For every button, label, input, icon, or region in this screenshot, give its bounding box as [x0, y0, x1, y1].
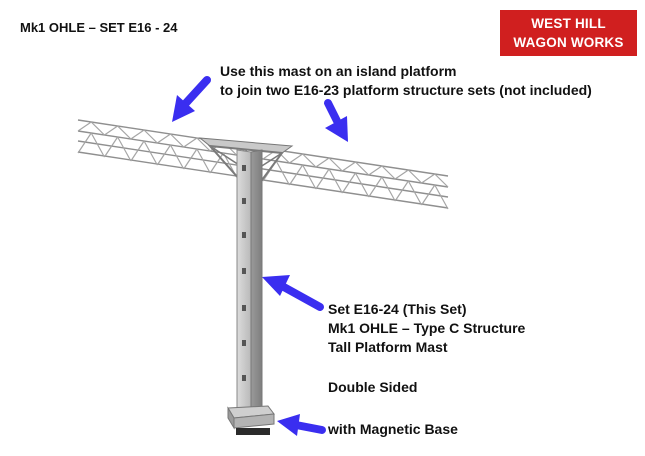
- lattice-diagonal-front: [434, 184, 449, 210]
- lattice-diagonal-top: [434, 173, 449, 188]
- magnetic-base: [227, 405, 275, 435]
- lattice-diagonal-top: [394, 169, 409, 180]
- lattice-boom: [77, 119, 449, 209]
- lattice-diagonal-top: [289, 153, 303, 164]
- lattice-diagonal-front: [315, 168, 330, 190]
- lattice-diagonal-front: [288, 164, 304, 186]
- arrow-mast-mid: [262, 275, 324, 311]
- set-description: Set E16-24 (This Set) Mk1 OHLE – Type C …: [328, 300, 525, 357]
- lattice-diagonal-top: [156, 133, 171, 144]
- lattice-diagonal-front: [354, 172, 370, 198]
- lattice-diagonal-front: [183, 148, 198, 170]
- lattice-diagonal-top: [77, 121, 92, 132]
- lattice-diagonal-top: [104, 125, 118, 136]
- lattice-diagonal-front: [169, 144, 185, 170]
- set-line-1: Set E16-24 (This Set): [328, 301, 467, 317]
- lattice-diagonal-front: [77, 132, 92, 154]
- lattice-diagonal-front: [302, 164, 317, 190]
- logo-line-2: WAGON WORKS: [513, 35, 624, 50]
- lattice-diagonal-front: [275, 160, 290, 186]
- arrow-left-top: [172, 76, 211, 122]
- lattice-diagonal-top: [341, 161, 356, 172]
- lattice-diagonal-top: [421, 173, 436, 184]
- lattice-diagonal-front: [368, 176, 383, 198]
- lattice-diagonal-top: [328, 157, 343, 172]
- lattice-diagonal-top: [302, 153, 317, 168]
- lattice-diagonal-front: [407, 180, 423, 206]
- lattice-diagonal-top: [368, 165, 383, 176]
- arrow-base: [277, 414, 326, 436]
- lattice-diagonal-front: [117, 136, 132, 162]
- lattice-diagonal-front: [328, 168, 343, 194]
- lattice-diagonal-top: [90, 121, 105, 136]
- set-line-2: Mk1 OHLE – Type C Structure: [328, 320, 526, 336]
- mast-column: [236, 149, 263, 413]
- lattice-diagonal-top: [315, 157, 330, 168]
- lattice-diagonal-front: [381, 176, 396, 202]
- island-platform-note: Use this mast on an island platform to j…: [220, 62, 592, 100]
- lattice-diagonal-top: [381, 165, 396, 180]
- lattice-diagonal-top: [117, 125, 132, 140]
- logo-line-1: WEST HILL: [531, 16, 606, 31]
- set-line-3: Tall Platform Mast: [328, 339, 448, 355]
- lattice-diagonal-front: [394, 180, 409, 202]
- note-top-line-1: Use this mast on an island platform: [220, 63, 457, 79]
- lattice-diagonal-front: [156, 144, 172, 166]
- lattice-diagonal-top: [130, 129, 145, 140]
- magnetic-base-note: with Magnetic Base: [328, 421, 458, 437]
- lattice-diagonal-front: [209, 152, 224, 174]
- brand-logo: WEST HILL WAGON WORKS: [500, 10, 637, 56]
- double-sided-note: Double Sided: [328, 379, 418, 395]
- lattice-diagonal-front: [90, 132, 105, 158]
- lattice-diagonal-top: [355, 161, 370, 176]
- note-top-line-2: to join two E16-23 platform structure se…: [220, 82, 592, 98]
- page-title: Mk1 OHLE – SET E16 - 24: [20, 20, 178, 35]
- lattice-diagonal-top: [196, 137, 211, 152]
- lattice-diagonal-front: [341, 172, 357, 194]
- lattice-diagonal-front: [196, 148, 211, 174]
- arrows: [172, 76, 348, 436]
- lattice-diagonal-top: [183, 137, 198, 148]
- lattice-diagonal-front: [421, 184, 436, 206]
- arrow-right-top: [324, 99, 348, 142]
- lattice-diagonal-front: [103, 136, 119, 158]
- lattice-diagonal-top: [170, 133, 185, 148]
- lattice-diagonal-top: [143, 129, 158, 144]
- lattice-diagonal-front: [143, 140, 158, 166]
- lattice-diagonal-front: [130, 140, 145, 162]
- lattice-diagonal-top: [407, 169, 422, 184]
